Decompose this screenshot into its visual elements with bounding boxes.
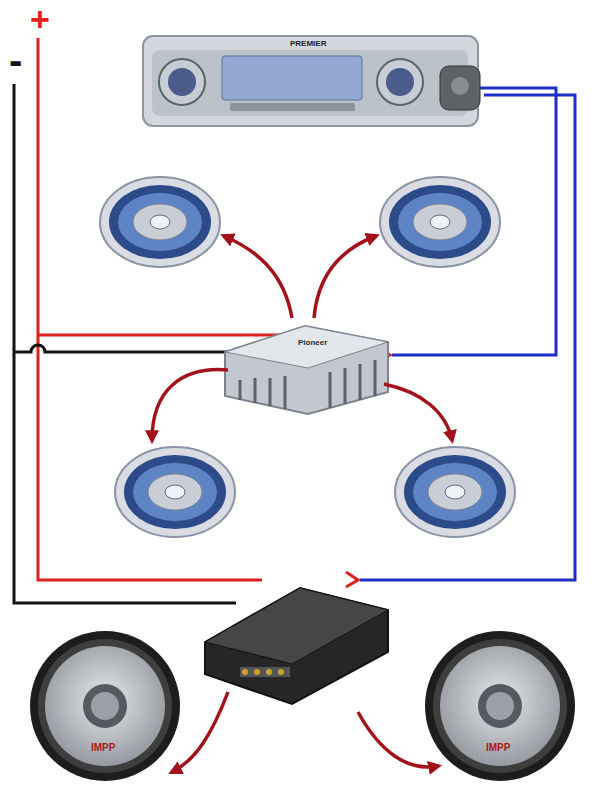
subwoofer bbox=[425, 631, 575, 781]
amplifier-terminal-block bbox=[240, 667, 290, 677]
speaker bbox=[115, 447, 235, 537]
volume-knob bbox=[159, 59, 205, 105]
power-wire bbox=[38, 334, 292, 337]
ground-wire bbox=[14, 345, 232, 352]
terminal bbox=[278, 669, 284, 675]
speaker bbox=[380, 177, 500, 267]
brand-name: IMPP bbox=[91, 743, 115, 753]
head-unit-face bbox=[152, 50, 468, 116]
output-arrow bbox=[152, 370, 228, 440]
brand-name: Pioneer bbox=[298, 339, 327, 347]
subwoofer bbox=[30, 631, 180, 781]
output-arrow bbox=[358, 712, 438, 767]
heat-sink-fins bbox=[240, 360, 375, 409]
remote-button bbox=[451, 77, 469, 95]
polarity-sign: + bbox=[30, 2, 50, 36]
terminal bbox=[266, 669, 272, 675]
wire-chevron bbox=[346, 572, 358, 587]
volume-knob-center bbox=[168, 68, 196, 96]
select-knob-center bbox=[386, 68, 414, 96]
amplifier-top bbox=[225, 326, 388, 368]
select-knob bbox=[377, 59, 423, 105]
head-unit-body bbox=[143, 36, 478, 126]
output-arrow bbox=[172, 692, 228, 772]
terminal bbox=[254, 669, 260, 675]
polarity-sign: - bbox=[9, 40, 22, 80]
remote-control bbox=[440, 66, 480, 110]
remote-wire bbox=[360, 95, 575, 580]
terminal bbox=[242, 669, 248, 675]
output-arrows bbox=[152, 236, 452, 772]
amplifier-body bbox=[205, 588, 388, 704]
output-arrow bbox=[384, 384, 452, 440]
amplifier-top bbox=[205, 588, 388, 664]
brand-name: IMPP bbox=[486, 743, 510, 753]
speaker bbox=[100, 177, 220, 267]
head-unit-display bbox=[222, 56, 362, 100]
head-unit-buttons bbox=[230, 103, 355, 111]
amplifier-body bbox=[225, 326, 388, 414]
output-arrow bbox=[314, 236, 376, 318]
output-arrow bbox=[224, 236, 292, 318]
ground-wire bbox=[14, 84, 236, 603]
speaker bbox=[395, 447, 515, 537]
brand-name: PREMIER bbox=[290, 40, 326, 48]
